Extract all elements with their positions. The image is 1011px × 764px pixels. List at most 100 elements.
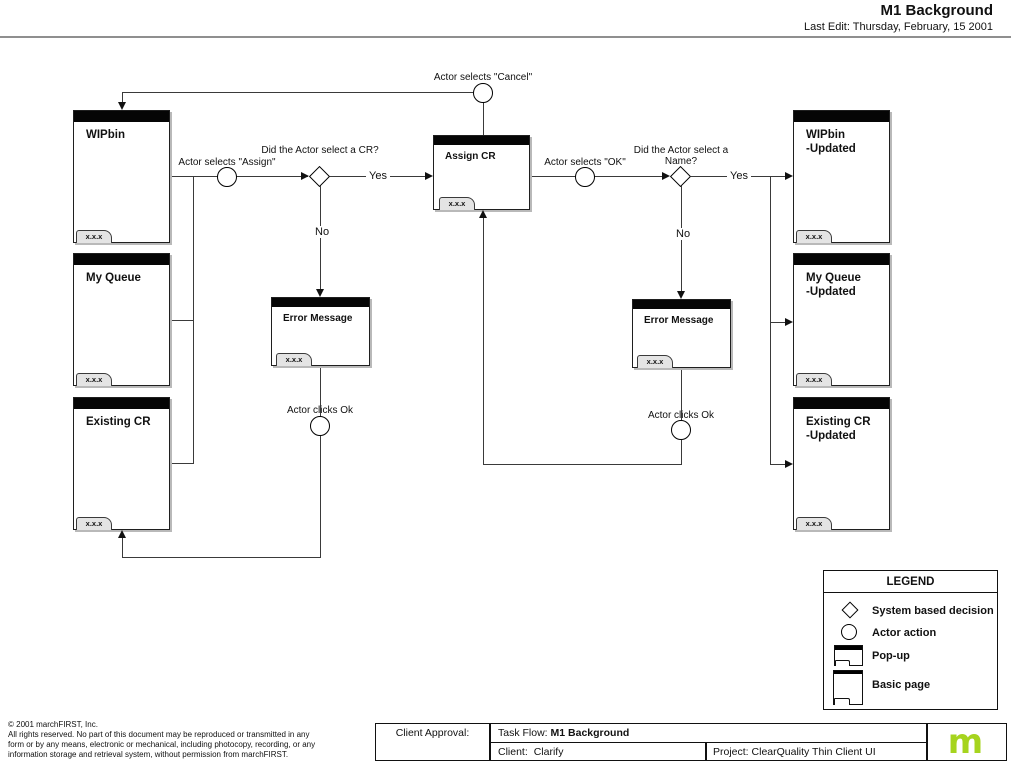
diamond-icon bbox=[841, 601, 859, 619]
label-actor-selects-ok: Actor selects "OK" bbox=[544, 157, 626, 168]
label-actor-clicks-ok-left: Actor clicks Ok bbox=[286, 405, 354, 416]
actor-action-circle-cancel bbox=[473, 83, 493, 103]
label-actor-selects-assign: Actor selects "Assign" bbox=[178, 157, 276, 168]
page-name: WIPbin bbox=[86, 129, 125, 141]
popup-icon-tab bbox=[835, 660, 850, 666]
arrowhead-into-wipbin-updated bbox=[785, 172, 793, 180]
arrowhead-into-error-left bbox=[316, 289, 324, 297]
flow-line bbox=[170, 463, 193, 464]
page-wipbin: WIPbin x.x.x bbox=[73, 110, 170, 243]
flow-line bbox=[122, 537, 123, 558]
label-no-left: No bbox=[312, 226, 333, 238]
page-existing-cr-updated: Existing CR -Updated x.x.x bbox=[793, 397, 890, 530]
legend-box: LEGEND System based decision Actor actio… bbox=[823, 570, 998, 710]
page-title-bar bbox=[794, 111, 889, 122]
popup-name: Error Message bbox=[644, 315, 714, 326]
popup-version-tab: x.x.x bbox=[276, 353, 312, 366]
copyright-line: information storage and retrieval system… bbox=[8, 750, 289, 759]
flow-line bbox=[122, 557, 321, 558]
page-wipbin-updated: WIPbin -Updated x.x.x bbox=[793, 110, 890, 243]
decision-diamond-select-name bbox=[669, 165, 692, 188]
decision-diamond-select-cr bbox=[308, 165, 331, 188]
page-my-queue: My Queue x.x.x bbox=[73, 253, 170, 386]
flow-line bbox=[122, 92, 473, 93]
legend-item-actor-action: Actor action bbox=[872, 627, 937, 639]
popup-title-bar bbox=[633, 300, 730, 309]
label-no-right: No bbox=[673, 228, 694, 240]
copyright-line: All rights reserved. No part of this doc… bbox=[8, 730, 310, 739]
page-subtitle: -Updated bbox=[806, 286, 856, 298]
page-name: My Queue bbox=[86, 272, 141, 284]
popup-name: Assign CR bbox=[445, 151, 496, 162]
page-version-tab: x.x.x bbox=[76, 230, 112, 243]
table-divider bbox=[489, 741, 926, 743]
circle-icon bbox=[841, 624, 857, 640]
basic-page-icon bbox=[833, 670, 863, 705]
flow-line bbox=[170, 176, 308, 177]
flow-line bbox=[170, 320, 193, 321]
arrowhead-into-error-right bbox=[677, 291, 685, 299]
page-subtitle: -Updated bbox=[806, 430, 856, 442]
popup-error-message-right: Error Message x.x.x bbox=[632, 299, 731, 368]
copyright-line: form or by any means, electronic or mech… bbox=[8, 740, 316, 749]
label-actor-clicks-ok-right: Actor clicks Ok bbox=[647, 410, 715, 421]
arrowhead-into-assign-cr-bottom bbox=[479, 210, 487, 218]
flow-line bbox=[681, 440, 682, 465]
popup-title-bar bbox=[272, 298, 369, 307]
flow-line bbox=[483, 102, 484, 135]
project-label: Project: bbox=[713, 745, 749, 758]
flow-line bbox=[483, 464, 682, 465]
popup-name: Error Message bbox=[283, 313, 353, 324]
actor-action-circle-ok bbox=[575, 167, 595, 187]
flow-line bbox=[770, 464, 786, 465]
basic-page-icon-tab bbox=[834, 698, 850, 705]
table-divider bbox=[705, 743, 707, 760]
actor-action-circle-assign bbox=[217, 167, 237, 187]
popup-version-tab: x.x.x bbox=[439, 197, 475, 210]
basic-page-icon-bar bbox=[834, 671, 862, 674]
legend-item-basic-page: Basic page bbox=[872, 679, 931, 691]
page-version-tab: x.x.x bbox=[796, 373, 832, 386]
actor-action-circle-clicks-ok-left bbox=[310, 416, 330, 436]
popup-error-message-left: Error Message x.x.x bbox=[271, 297, 370, 366]
label-yes-left: Yes bbox=[366, 170, 390, 182]
page-title-bar bbox=[74, 254, 169, 265]
popup-icon bbox=[834, 645, 863, 666]
legend-title: LEGEND bbox=[824, 571, 997, 593]
flow-line bbox=[320, 436, 321, 558]
page-version-tab: x.x.x bbox=[796, 517, 832, 530]
copyright-line: © 2001 marchFIRST, Inc. bbox=[8, 720, 98, 729]
task-flow-value: M1 Background bbox=[550, 726, 630, 739]
copyright-text: © 2001 marchFIRST, Inc. All rights reser… bbox=[8, 720, 343, 760]
task-flow-cell: Task Flow: M1 Background bbox=[498, 727, 629, 739]
arrowhead-into-my-queue-updated bbox=[785, 318, 793, 326]
arrowhead-into-name-decision bbox=[662, 172, 670, 180]
legend-item-system-decision: System based decision bbox=[872, 605, 994, 617]
arrowhead-into-assign-cr bbox=[425, 172, 433, 180]
flow-line bbox=[483, 218, 484, 465]
page-name: WIPbin bbox=[806, 129, 845, 141]
client-label: Client: bbox=[498, 745, 528, 758]
header-rule bbox=[0, 36, 1011, 38]
page-name: Existing CR bbox=[86, 416, 151, 428]
popup-icon-bar bbox=[835, 646, 862, 650]
page-title-bar bbox=[74, 111, 169, 122]
label-yes-right: Yes bbox=[727, 170, 751, 182]
actor-action-circle-clicks-ok-right bbox=[671, 420, 691, 440]
label-did-actor-select-name-line2: Name? bbox=[664, 156, 698, 167]
doc-title: M1 Background bbox=[880, 2, 993, 19]
flow-line bbox=[530, 176, 662, 177]
flow-line bbox=[770, 176, 771, 465]
client-value: Clarify bbox=[533, 745, 564, 758]
project-cell: Project: ClearQuality Thin Client UI bbox=[713, 746, 876, 758]
task-flow-label: Task Flow: bbox=[498, 726, 548, 739]
page-name: Existing CR bbox=[806, 416, 871, 428]
client-approval-label: Client Approval: bbox=[395, 727, 470, 739]
popup-title-bar bbox=[434, 136, 529, 145]
label-actor-selects-cancel: Actor selects "Cancel" bbox=[433, 72, 533, 83]
flow-line bbox=[770, 322, 786, 323]
page-version-tab: x.x.x bbox=[796, 230, 832, 243]
page-title-bar bbox=[794, 254, 889, 265]
page-my-queue-updated: My Queue -Updated x.x.x bbox=[793, 253, 890, 386]
